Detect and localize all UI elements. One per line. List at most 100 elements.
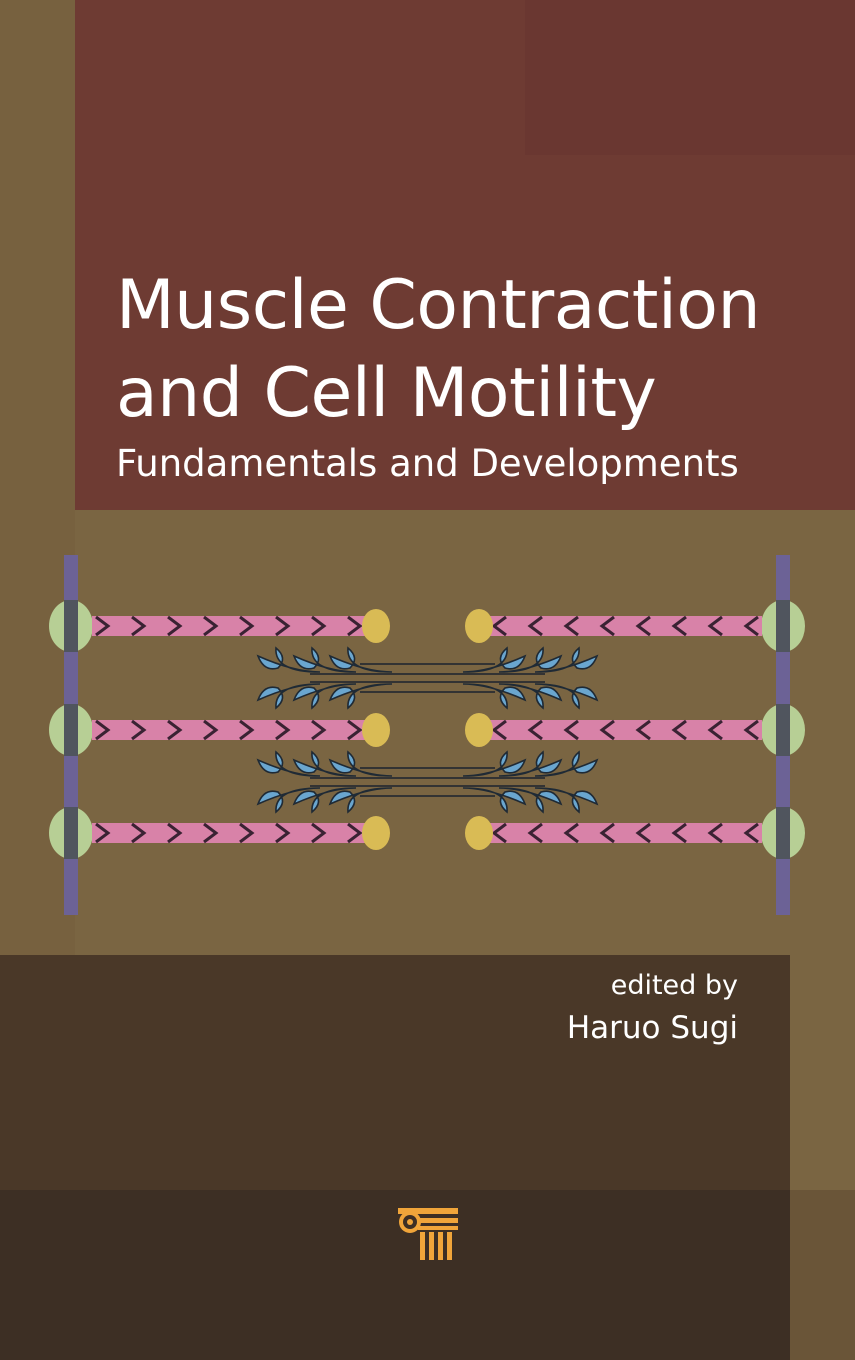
actin-chevron (671, 822, 687, 844)
title-block-shade (525, 0, 855, 155)
book-subtitle: Fundamentals and Developments (116, 442, 739, 485)
actin-chevron (95, 615, 111, 637)
actin-chevron (347, 615, 363, 637)
actin-chevron (707, 719, 723, 741)
myosin-head (328, 750, 393, 777)
actin-cap (465, 713, 493, 747)
title-line-2: and Cell Motility (116, 354, 657, 433)
actin-chevron (347, 822, 363, 844)
myosin-head (328, 787, 393, 814)
actin-filament (92, 720, 367, 740)
myosin-head (462, 750, 527, 777)
actin-chevron (527, 615, 543, 637)
actin-chevron (635, 615, 651, 637)
myosin-head (462, 683, 527, 710)
actin-chevron (239, 719, 255, 741)
actin-chevron (563, 615, 579, 637)
actin-chevron (491, 615, 507, 637)
actin-chevron (275, 615, 291, 637)
actin-filament (92, 823, 367, 843)
z-line-core (776, 600, 790, 652)
actin-cap (465, 816, 493, 850)
edited-by-label: edited by (610, 970, 738, 1001)
z-line-core (64, 704, 78, 756)
actin-chevron (239, 615, 255, 637)
actin-chevron (311, 615, 327, 637)
actin-filament (92, 616, 367, 636)
actin-chevron (311, 822, 327, 844)
actin-chevron (599, 822, 615, 844)
z-line-core (64, 807, 78, 859)
actin-cap (362, 713, 390, 747)
actin-chevron (527, 719, 543, 741)
actin-chevron (707, 822, 723, 844)
myosin-head (256, 787, 321, 814)
actin-chevron (203, 822, 219, 844)
actin-chevron (275, 719, 291, 741)
actin-chevron (347, 719, 363, 741)
actin-chevron (311, 719, 327, 741)
myosin-head (292, 683, 357, 710)
actin-filament (490, 720, 762, 740)
actin-chevron (203, 719, 219, 741)
actin-chevron (635, 719, 651, 741)
book-title: Muscle Contraction and Cell Motility (116, 262, 761, 438)
actin-chevron (131, 615, 147, 637)
actin-chevron (167, 719, 183, 741)
myosin-head (498, 787, 563, 814)
actin-chevron (491, 822, 507, 844)
myosin-head (292, 646, 357, 673)
myosin-head (498, 646, 563, 673)
myosin-head (328, 683, 393, 710)
actin-chevron (671, 615, 687, 637)
z-line-core (64, 600, 78, 652)
actin-chevron (275, 822, 291, 844)
myosin-head (256, 683, 321, 710)
myosin-head (462, 787, 527, 814)
myosin-head (328, 646, 393, 673)
myosin-head (462, 646, 527, 673)
bottom-right-block (790, 1190, 855, 1360)
actin-chevron (167, 822, 183, 844)
actin-filament (490, 823, 762, 843)
actin-chevron (239, 822, 255, 844)
myosin-head (292, 787, 357, 814)
actin-chevron (707, 615, 723, 637)
myosin-head (498, 750, 563, 777)
actin-chevron (743, 615, 759, 637)
actin-chevron (491, 719, 507, 741)
actin-chevron (95, 719, 111, 741)
actin-cap (362, 816, 390, 850)
actin-cap (362, 609, 390, 643)
myosin-head (498, 683, 563, 710)
myosin-head (534, 683, 599, 710)
actin-chevron (95, 822, 111, 844)
actin-chevron (599, 719, 615, 741)
actin-chevron (743, 822, 759, 844)
myosin-head (256, 646, 321, 673)
z-line-core (776, 704, 790, 756)
actin-chevron (635, 822, 651, 844)
actin-chevron (671, 719, 687, 741)
actin-chevron (563, 719, 579, 741)
actin-chevron (563, 822, 579, 844)
actin-cap (465, 609, 493, 643)
myosin-head (534, 646, 599, 673)
bottom-dark-block (0, 1190, 790, 1360)
myosin-head (534, 750, 599, 777)
z-line-core (776, 807, 790, 859)
myosin-head (292, 750, 357, 777)
actin-chevron (527, 822, 543, 844)
editor-name: Haruo Sugi (566, 1010, 738, 1046)
sarcomere-diagram (49, 555, 805, 915)
actin-chevron (599, 615, 615, 637)
actin-chevron (131, 822, 147, 844)
title-line-1: Muscle Contraction (116, 266, 761, 345)
actin-filament (490, 616, 762, 636)
myosin-head (256, 750, 321, 777)
actin-chevron (167, 615, 183, 637)
actin-chevron (743, 719, 759, 741)
actin-chevron (131, 719, 147, 741)
myosin-head (534, 787, 599, 814)
actin-chevron (203, 615, 219, 637)
